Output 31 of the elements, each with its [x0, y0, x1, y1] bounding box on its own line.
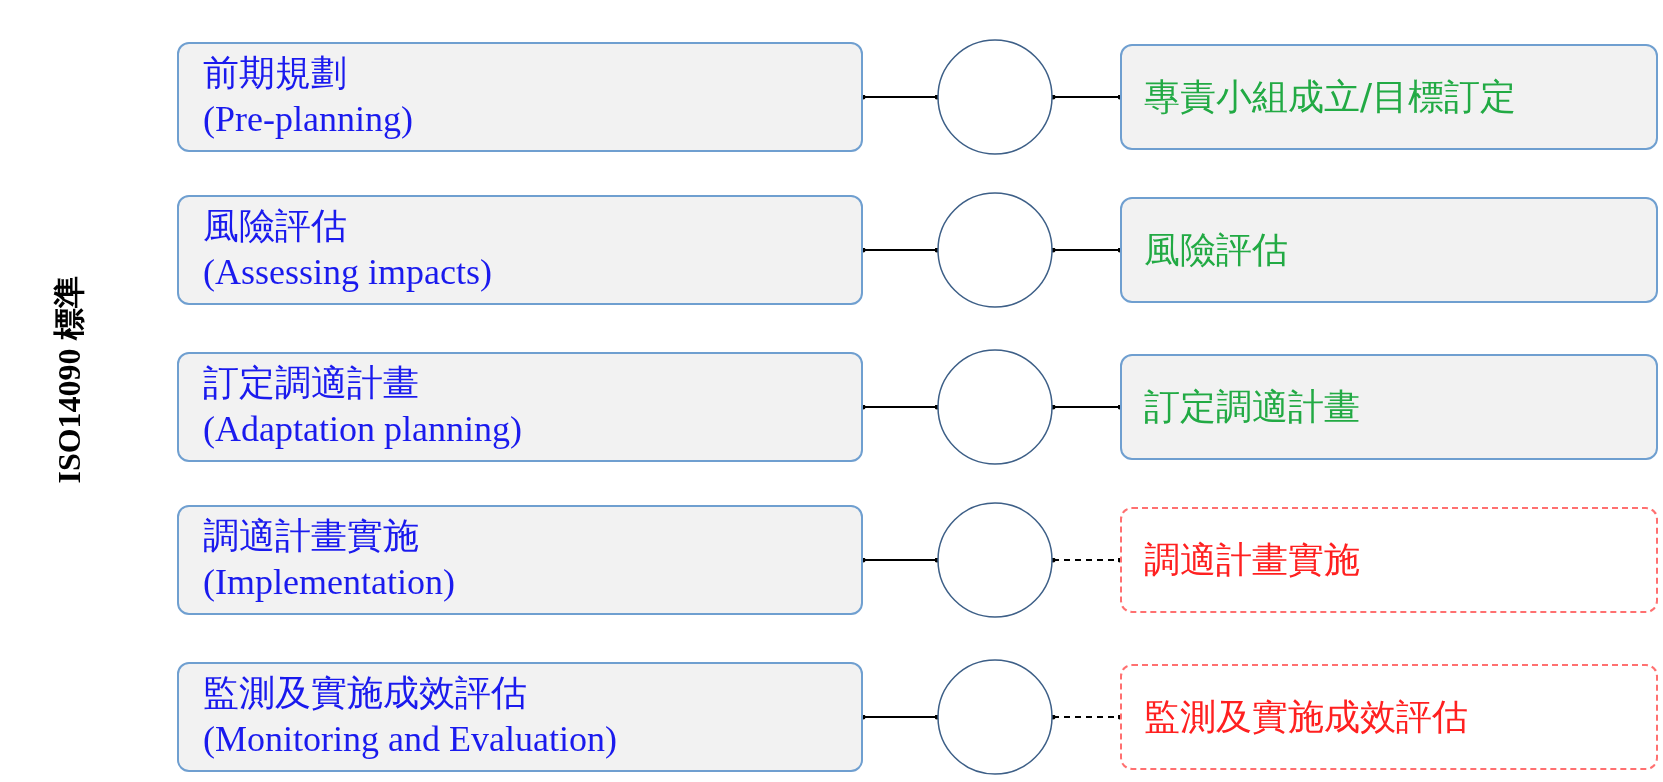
process-box	[1120, 44, 1658, 150]
box-subtitle: (Implementation)	[203, 561, 456, 604]
box-subtitle: (Adaptation planning)	[203, 408, 523, 451]
box-title: 風險評估	[1144, 227, 1288, 272]
process-box	[177, 662, 863, 772]
box-subtitle: (Pre-planning)	[203, 98, 414, 141]
process-box	[177, 352, 863, 462]
box-title: 風險評估	[203, 205, 348, 248]
process-box	[1120, 354, 1658, 460]
box-title: 前期規劃	[203, 52, 348, 95]
circle	[937, 39, 1053, 155]
box-title: 訂定調適計畫	[203, 362, 420, 405]
planned-box	[1120, 664, 1658, 770]
circle	[937, 659, 1053, 775]
box-title: 專責小組成立/目標訂定	[1144, 74, 1517, 119]
box-title: 監測及實施成效評估	[1144, 694, 1468, 739]
box-subtitle: (Monitoring and Evaluation)	[203, 718, 618, 761]
process-box	[1120, 197, 1658, 303]
box-title: 調適計畫實施	[1144, 537, 1360, 582]
circle	[937, 192, 1053, 308]
process-box	[177, 42, 863, 152]
box-title: 監測及實施成效評估	[203, 672, 528, 715]
box-subtitle: (Assessing impacts)	[203, 251, 493, 294]
circle	[937, 349, 1053, 465]
box-title: 訂定調適計畫	[1144, 384, 1360, 429]
circle	[937, 502, 1053, 618]
box-title: 調適計畫實施	[203, 515, 420, 558]
planned-box	[1120, 507, 1658, 613]
process-box	[177, 505, 863, 615]
vertical-label: ISO14090 標準	[50, 276, 88, 484]
process-box	[177, 195, 863, 305]
